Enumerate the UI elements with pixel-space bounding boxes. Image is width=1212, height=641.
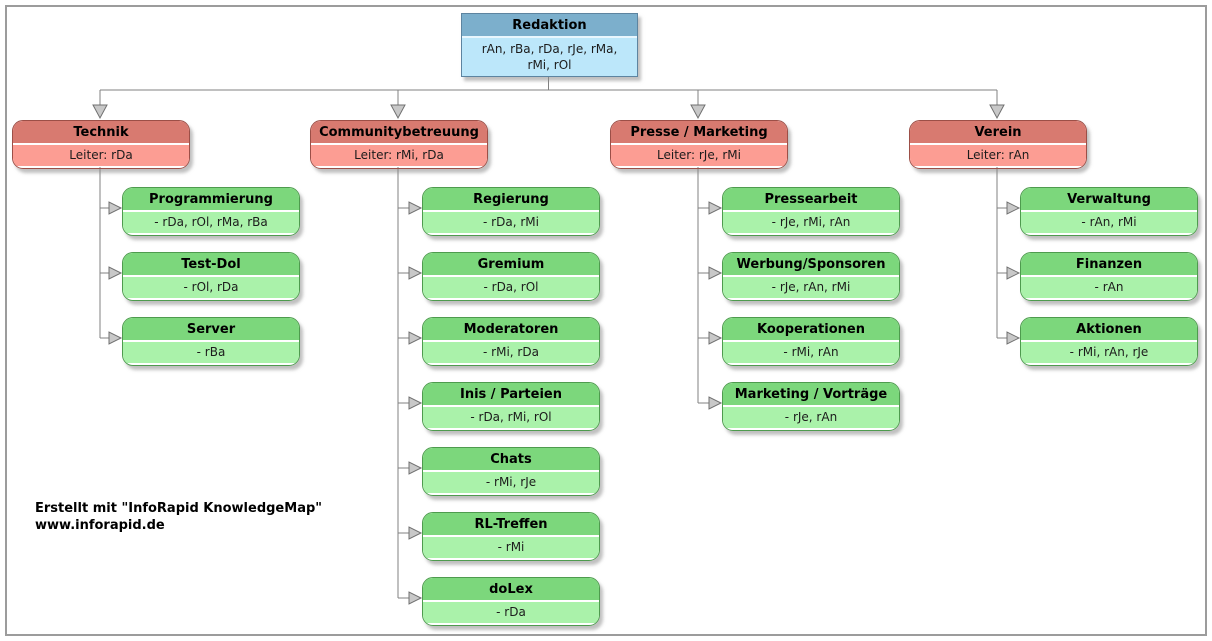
credit-text: Erstellt mit "InfoRapid KnowledgeMap" ww… bbox=[35, 500, 322, 534]
node-members: - rBa bbox=[123, 342, 299, 363]
node-regierung[interactable]: Regierung - rDa, rMi bbox=[422, 187, 600, 236]
node-members: - rAn, rMi bbox=[1021, 212, 1197, 233]
node-leader: Leiter: rDa bbox=[13, 145, 189, 166]
node-members: - rMi, rAn bbox=[723, 342, 899, 363]
arrow-right-icon bbox=[1006, 201, 1021, 215]
node-title: Verein bbox=[910, 121, 1086, 145]
node-title: Werbung/Sponsoren bbox=[723, 253, 899, 277]
arrow-right-icon bbox=[1006, 331, 1021, 345]
arrow-right-icon bbox=[408, 526, 423, 540]
node-title: Aktionen bbox=[1021, 318, 1197, 342]
node-rl-treffen[interactable]: RL-Treffen - rMi bbox=[422, 512, 600, 561]
arrow-right-icon bbox=[408, 201, 423, 215]
node-members: - rMi, rDa bbox=[423, 342, 599, 363]
node-title: Chats bbox=[423, 448, 599, 472]
node-title: RL-Treffen bbox=[423, 513, 599, 537]
node-title: Communitybetreuung bbox=[311, 121, 487, 145]
node-title: Programmierung bbox=[123, 188, 299, 212]
page-border bbox=[5, 5, 1207, 636]
node-title: Presse / Marketing bbox=[611, 121, 787, 145]
credit-line2: www.inforapid.de bbox=[35, 518, 165, 533]
node-members: - rDa bbox=[423, 602, 599, 623]
arrow-right-icon bbox=[108, 331, 123, 345]
node-verwaltung[interactable]: Verwaltung - rAn, rMi bbox=[1020, 187, 1198, 236]
arrow-right-icon bbox=[708, 201, 723, 215]
node-members: - rJe, rMi, rAn bbox=[723, 212, 899, 233]
node-members: - rJe, rAn bbox=[723, 407, 899, 428]
node-server[interactable]: Server - rBa bbox=[122, 317, 300, 366]
node-members: - rMi bbox=[423, 537, 599, 558]
node-verein[interactable]: Verein Leiter: rAn bbox=[909, 120, 1087, 169]
node-members: - rMi, rJe bbox=[423, 472, 599, 493]
node-members: - rAn bbox=[1021, 277, 1197, 298]
arrow-right-icon bbox=[408, 461, 423, 475]
node-title: Technik bbox=[13, 121, 189, 145]
node-members: - rDa, rMi, rOl bbox=[423, 407, 599, 428]
node-pressearbeit[interactable]: Pressearbeit - rJe, rMi, rAn bbox=[722, 187, 900, 236]
node-kooperationen[interactable]: Kooperationen - rMi, rAn bbox=[722, 317, 900, 366]
node-leader: Leiter: rMi, rDa bbox=[311, 145, 487, 166]
arrow-down-icon bbox=[690, 104, 706, 120]
node-test-dol[interactable]: Test-Dol - rOl, rDa bbox=[122, 252, 300, 301]
node-chats[interactable]: Chats - rMi, rJe bbox=[422, 447, 600, 496]
credit-line1: Erstellt mit "InfoRapid KnowledgeMap" bbox=[35, 501, 323, 516]
node-members: - rDa, rMi bbox=[423, 212, 599, 233]
node-title: Kooperationen bbox=[723, 318, 899, 342]
node-title: Inis / Parteien bbox=[423, 383, 599, 407]
arrow-right-icon bbox=[708, 331, 723, 345]
arrow-right-icon bbox=[708, 396, 723, 410]
node-title: Test-Dol bbox=[123, 253, 299, 277]
arrow-right-icon bbox=[408, 331, 423, 345]
arrow-down-icon bbox=[989, 104, 1005, 120]
arrow-right-icon bbox=[108, 266, 123, 280]
node-presse-marketing[interactable]: Presse / Marketing Leiter: rJe, rMi bbox=[610, 120, 788, 169]
node-moderatoren[interactable]: Moderatoren - rMi, rDa bbox=[422, 317, 600, 366]
arrow-down-icon bbox=[92, 104, 108, 120]
node-title: Redaktion bbox=[462, 14, 637, 38]
node-gremium[interactable]: Gremium - rDa, rOl bbox=[422, 252, 600, 301]
node-aktionen[interactable]: Aktionen - rMi, rAn, rJe bbox=[1020, 317, 1198, 366]
arrow-right-icon bbox=[1006, 266, 1021, 280]
node-marketing-vortraege[interactable]: Marketing / Vorträge - rJe, rAn bbox=[722, 382, 900, 431]
node-communitybetreuung[interactable]: Communitybetreuung Leiter: rMi, rDa bbox=[310, 120, 488, 169]
node-leader: Leiter: rAn bbox=[910, 145, 1086, 166]
node-programmierung[interactable]: Programmierung - rDa, rOl, rMa, rBa bbox=[122, 187, 300, 236]
arrow-right-icon bbox=[408, 591, 423, 605]
node-title: Marketing / Vorträge bbox=[723, 383, 899, 407]
node-leader: Leiter: rJe, rMi bbox=[611, 145, 787, 166]
node-title: Server bbox=[123, 318, 299, 342]
node-members: - rMi, rAn, rJe bbox=[1021, 342, 1197, 363]
node-title: Finanzen bbox=[1021, 253, 1197, 277]
arrow-right-icon bbox=[108, 201, 123, 215]
node-title: Moderatoren bbox=[423, 318, 599, 342]
node-title: Verwaltung bbox=[1021, 188, 1197, 212]
node-members: - rJe, rAn, rMi bbox=[723, 277, 899, 298]
node-title: doLex bbox=[423, 578, 599, 602]
node-members: rAn, rBa, rDa, rJe, rMa, rMi, rOl bbox=[462, 38, 637, 76]
node-redaktion[interactable]: Redaktion rAn, rBa, rDa, rJe, rMa, rMi, … bbox=[461, 13, 638, 77]
node-technik[interactable]: Technik Leiter: rDa bbox=[12, 120, 190, 169]
node-members: - rOl, rDa bbox=[123, 277, 299, 298]
arrow-right-icon bbox=[408, 266, 423, 280]
node-dolex[interactable]: doLex - rDa bbox=[422, 577, 600, 626]
node-title: Regierung bbox=[423, 188, 599, 212]
node-members: - rDa, rOl, rMa, rBa bbox=[123, 212, 299, 233]
arrow-down-icon bbox=[390, 104, 406, 120]
node-finanzen[interactable]: Finanzen - rAn bbox=[1020, 252, 1198, 301]
node-inis-parteien[interactable]: Inis / Parteien - rDa, rMi, rOl bbox=[422, 382, 600, 431]
node-werbung-sponsoren[interactable]: Werbung/Sponsoren - rJe, rAn, rMi bbox=[722, 252, 900, 301]
arrow-right-icon bbox=[408, 396, 423, 410]
node-title: Gremium bbox=[423, 253, 599, 277]
node-title: Pressearbeit bbox=[723, 188, 899, 212]
node-members: - rDa, rOl bbox=[423, 277, 599, 298]
arrow-right-icon bbox=[708, 266, 723, 280]
